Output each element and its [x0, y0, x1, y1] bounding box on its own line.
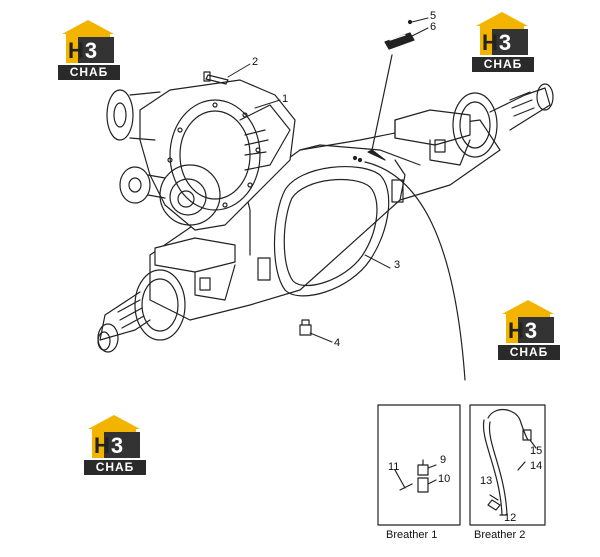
- logo-letter-3: 3: [524, 318, 539, 343]
- breather-1-box: [377, 404, 461, 526]
- watermark-logo: H3 СНАБ: [470, 12, 540, 74]
- logo-letter-3: 3: [84, 38, 99, 63]
- watermark-logo: H3 СНАБ: [82, 415, 152, 477]
- logo-letter-h: H: [68, 38, 85, 63]
- logo-letter-3: 3: [110, 433, 125, 458]
- callout-leaders: [227, 17, 429, 343]
- callout-12: 12: [504, 512, 517, 524]
- callout-11: 11: [388, 461, 400, 473]
- tag-parts-5-6: [384, 19, 415, 50]
- left-hub: [97, 269, 186, 353]
- callout-14: 14: [530, 460, 543, 472]
- callout-1: 1: [282, 93, 289, 105]
- logo-band: СНАБ: [84, 460, 146, 475]
- callout-9: 9: [440, 454, 447, 466]
- logo-letter-h: H: [482, 30, 499, 55]
- logo-letter-h: H: [508, 318, 525, 343]
- breather-2-box: [469, 404, 546, 526]
- watermark-logo: H3 СНАБ: [496, 300, 566, 362]
- callout-5: 5: [430, 10, 437, 22]
- callout-13: 13: [480, 475, 493, 487]
- breather-2-caption: Breather 2: [474, 529, 526, 541]
- callout-4: 4: [334, 337, 341, 349]
- bolt-part-2: [203, 71, 229, 85]
- callout-10: 10: [438, 473, 451, 485]
- logo-letter-h: H: [94, 433, 111, 458]
- differential-carrier: [106, 79, 296, 231]
- watermark-logo: H3 СНАБ: [56, 20, 126, 82]
- right-hub: [452, 83, 554, 158]
- plug-part-4: [299, 319, 312, 336]
- callout-2: 2: [252, 56, 259, 68]
- logo-band: СНАБ: [472, 57, 534, 72]
- breather-1-caption: Breather 1: [386, 529, 438, 541]
- breather-leader: [352, 54, 466, 381]
- logo-band: СНАБ: [498, 345, 560, 360]
- logo-letter-3: 3: [498, 30, 513, 55]
- callout-6: 6: [430, 21, 437, 33]
- logo-band: СНАБ: [58, 65, 120, 80]
- callout-3: 3: [394, 259, 401, 271]
- callout-15: 15: [530, 445, 543, 457]
